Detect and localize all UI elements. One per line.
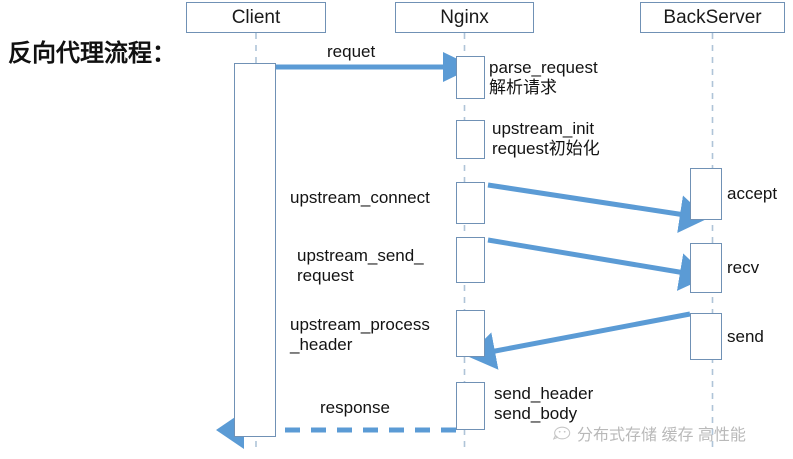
label-send-header: send_header bbox=[494, 384, 594, 403]
activation-nginx-parse-request bbox=[456, 56, 485, 99]
label-upstream-connect: upstream_connect bbox=[290, 188, 430, 207]
activation-nginx-upstream-process-header bbox=[456, 310, 485, 357]
label-upstream-send-request-line1: upstream_send_ bbox=[297, 246, 424, 265]
activation-nginx-send-header-body bbox=[456, 382, 485, 430]
activation-nginx-upstream-connect bbox=[456, 182, 485, 224]
page-title: 反向代理流程： bbox=[8, 40, 176, 67]
actor-box-nginx: Nginx bbox=[395, 2, 534, 33]
label-upstream-init-line1: upstream_init bbox=[492, 119, 595, 138]
label-upstream-send-request: upstream_send_request bbox=[297, 246, 424, 286]
activation-nginx-upstream-send-request bbox=[456, 237, 485, 283]
label-parse-request-line2: 解析请求 bbox=[489, 78, 557, 98]
label-send-body: send_body bbox=[494, 404, 578, 424]
label-recv: recv bbox=[727, 258, 760, 277]
actor-box-client: Client bbox=[186, 2, 326, 33]
activation-client bbox=[234, 63, 276, 437]
activation-backserver-recv bbox=[690, 243, 722, 293]
label-accept: accept bbox=[727, 184, 778, 203]
activation-nginx-upstream-init bbox=[456, 120, 485, 159]
label-upstream-send-request-line2: request bbox=[297, 266, 354, 286]
label-parse-request-line1: parse_request bbox=[489, 58, 598, 77]
actor-box-backserver: BackServer bbox=[640, 2, 785, 33]
label-upstream-init-line2: request初始化 bbox=[492, 139, 600, 159]
activation-backserver-accept bbox=[690, 168, 722, 220]
activation-backserver-send bbox=[690, 313, 722, 360]
label-upstream-process-header-line2: _header bbox=[290, 335, 353, 355]
label-message-response: response bbox=[320, 398, 390, 417]
label-message-requet: requet bbox=[327, 42, 376, 61]
label-upstream-process-header: upstream_process_header bbox=[290, 315, 430, 355]
label-upstream-process-header-line1: upstream_process bbox=[290, 315, 430, 334]
label-send: send bbox=[727, 327, 764, 346]
